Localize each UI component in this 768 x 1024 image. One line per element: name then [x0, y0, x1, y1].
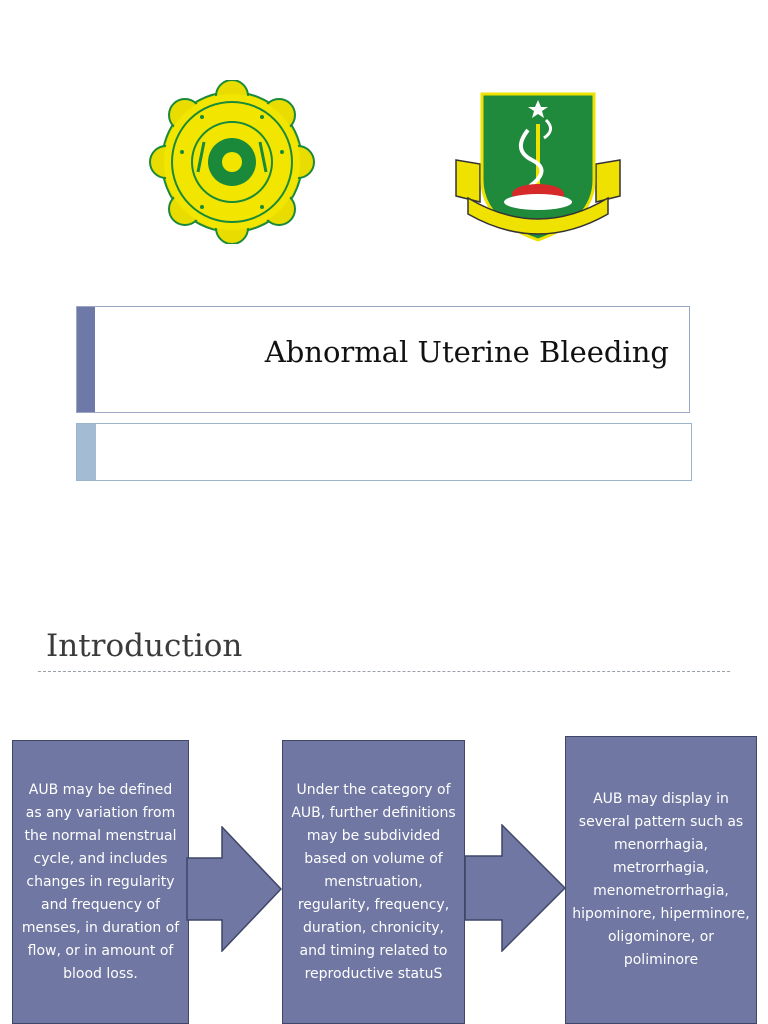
slide-title: Abnormal Uterine Bleeding: [264, 335, 669, 369]
flow-box-patterns: AUB may display in several pattern such …: [565, 736, 757, 1024]
heading-divider: [38, 671, 730, 672]
flow-box-text: Under the category of AUB, further defin…: [291, 781, 456, 982]
right-arrow-icon: [464, 824, 566, 952]
title-slide: Abnormal Uterine Bleeding: [76, 80, 692, 481]
section-heading: Introduction: [46, 628, 243, 664]
subtitle-accent-bar: [77, 424, 96, 480]
right-arrow-icon: [186, 826, 282, 952]
fk-umj-logo: [149, 80, 315, 244]
flow-box-text: AUB may be defined as any variation from…: [21, 781, 180, 982]
subtitle-box: [76, 423, 692, 481]
title-accent-bar: [77, 307, 95, 412]
flow-box-category: Under the category of AUB, further defin…: [282, 740, 465, 1024]
title-box: Abnormal Uterine Bleeding: [76, 306, 690, 413]
rsud-syamsudin-logo: [455, 92, 621, 242]
flow-box-definition: AUB may be defined as any variation from…: [12, 740, 189, 1024]
flow-box-text: AUB may display in several pattern such …: [572, 791, 750, 968]
